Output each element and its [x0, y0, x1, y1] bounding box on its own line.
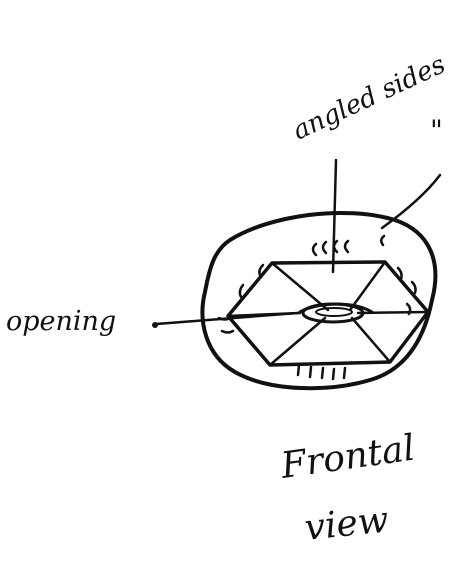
- rim-leader: [382, 175, 440, 228]
- opening-leader-dot: [152, 322, 158, 328]
- caption-line-2: view: [303, 499, 391, 549]
- ditto-mark: ": [430, 114, 443, 147]
- outer-rim: [203, 213, 436, 388]
- caption-line-1: Frontal: [278, 428, 418, 487]
- angled-sides-label: angled sides: [288, 50, 450, 147]
- opening-label: opening: [6, 306, 116, 337]
- angled-sides-leader: [333, 160, 336, 272]
